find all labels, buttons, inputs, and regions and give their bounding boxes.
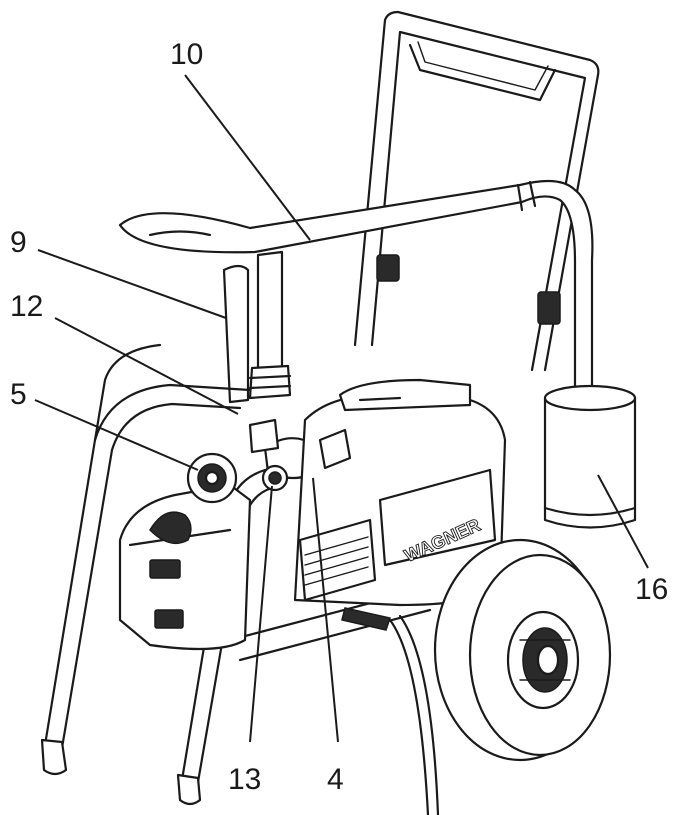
callout-13: 13: [228, 763, 262, 796]
leader-lines: [34, 74, 649, 743]
leader-16: [597, 474, 649, 569]
leader-13: [249, 485, 273, 743]
motor-housing: WAGNER: [293, 378, 507, 607]
callout-4: 4: [327, 763, 344, 796]
leader-5: [34, 399, 199, 471]
callout-16: 16: [635, 573, 669, 606]
pump-housing: [118, 418, 322, 651]
callout-5: 5: [10, 378, 27, 411]
callout-9: 9: [10, 226, 27, 259]
leader-4: [312, 477, 339, 743]
callout-10: 10: [170, 38, 204, 71]
suction-tube-assembly: [118, 179, 594, 404]
leader-10: [184, 74, 311, 241]
rear-wheel: [433, 538, 612, 762]
bucket: [543, 384, 637, 529]
push-handle-frame: [353, 10, 600, 372]
pressure-hose: [341, 607, 440, 815]
leader-9: [37, 249, 227, 319]
callout-12: 12: [10, 290, 44, 323]
leader-12: [54, 317, 239, 415]
